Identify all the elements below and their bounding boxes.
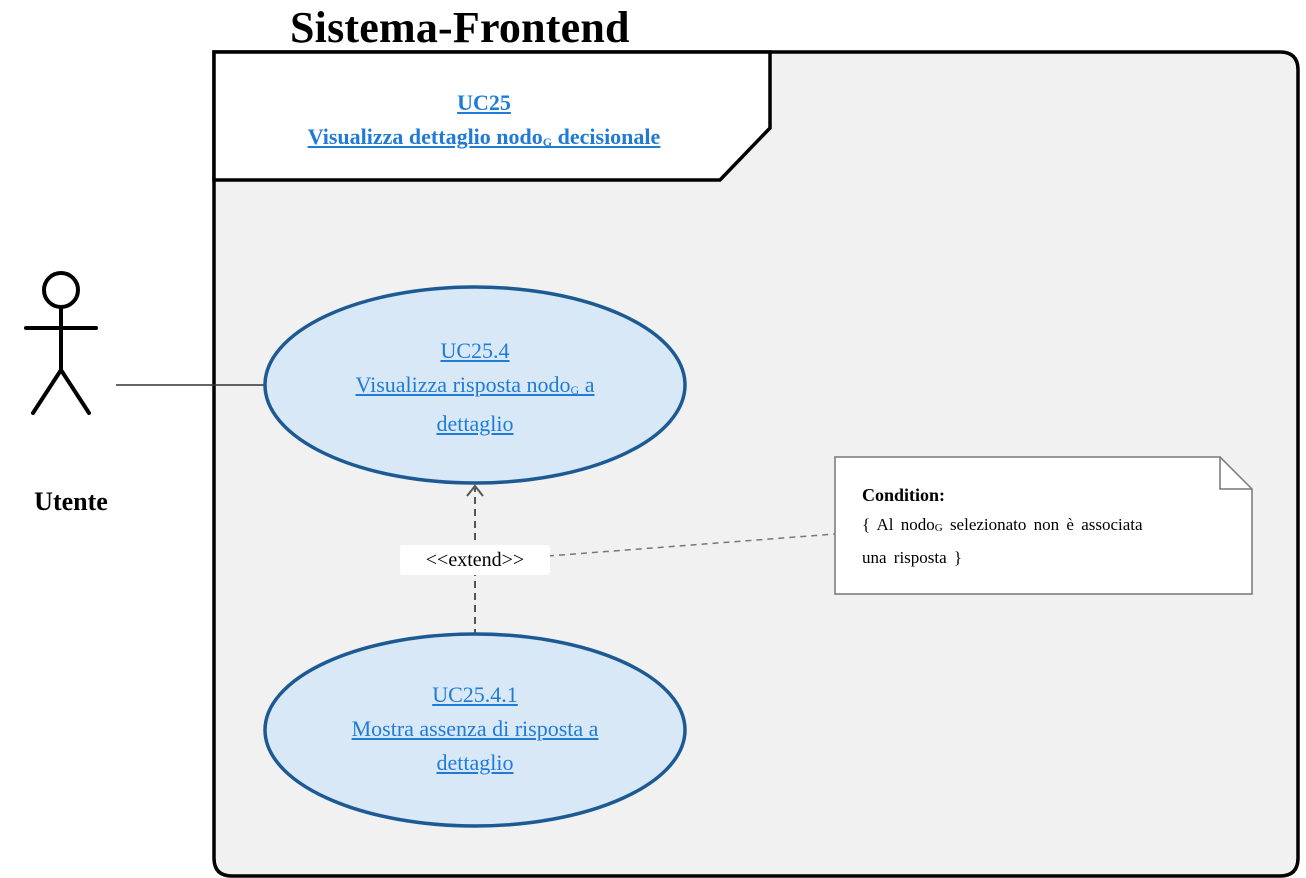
usecase-uc25-4-1-name-link-cont[interactable]: dettaglio <box>436 750 514 775</box>
actor-name: Utente <box>34 487 108 516</box>
condition-body: { Al nodoG selezionato non è associata <box>862 515 1143 534</box>
frame-name-link[interactable]: Visualizza dettaglio nodoG decisionale <box>307 124 661 149</box>
condition-body-cont: una risposta } <box>862 548 963 567</box>
usecase-uc25-4-1-label[interactable]: UC25.4.1 Mostra assenza di risposta a de… <box>280 678 670 780</box>
actor-figure[interactable] <box>24 271 98 415</box>
condition-note-box <box>834 456 1253 595</box>
system-title: Sistema-Frontend <box>290 3 630 52</box>
usecase-uc25-4-name-link-cont[interactable]: dettaglio <box>436 411 514 436</box>
actor-head <box>42 271 80 309</box>
glossary-marker: G <box>934 522 943 534</box>
extend-arrow-head <box>466 484 484 497</box>
frame-tab <box>212 50 772 182</box>
note-anchor-line <box>547 533 836 557</box>
usecase-ellipse-uc25-4[interactable] <box>263 285 687 485</box>
glossary-marker: G <box>542 135 553 149</box>
usecase-uc25-4-name-link[interactable]: Visualizza risposta nodoG a <box>355 372 595 397</box>
frame-id-link[interactable]: UC25 <box>457 90 511 115</box>
condition-note-text: Condition: { Al nodoG selezionato non è … <box>862 480 1242 573</box>
condition-heading: Condition: <box>862 485 946 505</box>
condition-note-fold <box>1219 457 1252 490</box>
usecase-ellipse-uc25-4-1[interactable] <box>263 632 687 828</box>
extend-relation-label: <<extend>> <box>400 545 550 575</box>
usecase-uc25-4-1-name-link[interactable]: Mostra assenza di risposta a <box>351 716 599 741</box>
actor-left-leg <box>31 368 63 415</box>
frame-title[interactable]: UC25 Visualizza dettaglio nodoG decision… <box>214 86 754 159</box>
actor-right-leg <box>59 368 91 415</box>
usecase-uc25-4-id-link[interactable]: UC25.4 <box>440 338 510 363</box>
usecase-uc25-4-label[interactable]: UC25.4 Visualizza risposta nodoG a detta… <box>280 334 670 441</box>
glossary-marker: G <box>570 383 580 397</box>
usecase-uc25-4-1-id-link[interactable]: UC25.4.1 <box>432 682 518 707</box>
